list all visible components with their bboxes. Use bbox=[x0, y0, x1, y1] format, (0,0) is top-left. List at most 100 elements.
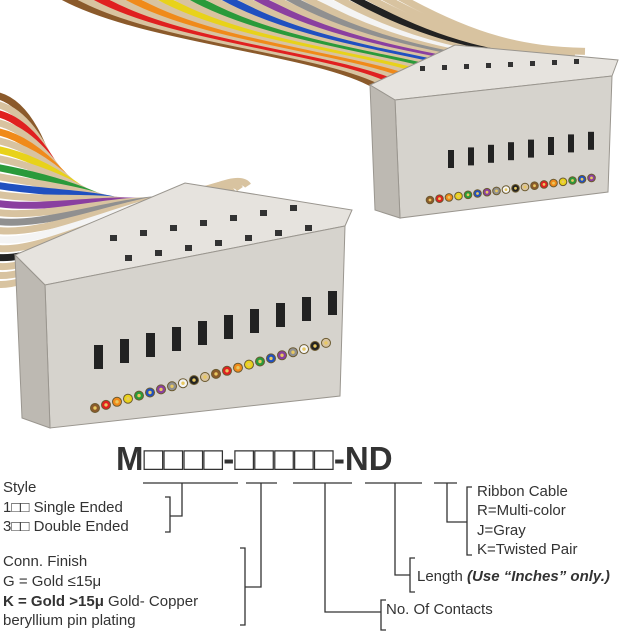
pin-core bbox=[225, 369, 229, 373]
pin-core bbox=[523, 185, 527, 189]
pin-core bbox=[170, 384, 174, 388]
pin-core bbox=[148, 390, 152, 395]
pin-core bbox=[495, 189, 498, 193]
pin-core bbox=[192, 378, 196, 382]
cable-twisted-pair: K=Twisted Pair bbox=[477, 541, 578, 558]
contact-slot bbox=[224, 315, 233, 339]
top-hole bbox=[420, 66, 425, 71]
cable-gray: J=Gray bbox=[477, 522, 526, 539]
pin-core bbox=[203, 375, 207, 379]
finish-gold-k: K = Gold >15μ Gold- Copper bbox=[3, 593, 198, 611]
right-connector bbox=[368, 44, 619, 219]
top-hole bbox=[442, 65, 447, 70]
contact-slot bbox=[250, 309, 259, 333]
ribbon-cable-assembly-illustration bbox=[0, 0, 619, 429]
contact-slot bbox=[568, 134, 574, 153]
pin-core bbox=[302, 347, 306, 351]
pin-core bbox=[476, 192, 479, 195]
pin-core bbox=[214, 372, 218, 376]
top-hole bbox=[185, 245, 192, 251]
contact-slot bbox=[448, 150, 454, 168]
pin-core bbox=[457, 194, 460, 198]
contact-slot bbox=[146, 333, 155, 357]
contact-slot bbox=[198, 321, 207, 345]
contact-slot bbox=[94, 345, 103, 369]
contact-slot bbox=[468, 147, 474, 166]
top-hole bbox=[275, 230, 282, 236]
top-hole bbox=[530, 61, 535, 66]
finish-k-bold: K = Gold >15μ bbox=[3, 593, 104, 610]
top-hole bbox=[508, 62, 513, 67]
style-double-ended: 3□□ Double Ended bbox=[3, 518, 129, 535]
top-hole bbox=[155, 250, 162, 256]
pin-core bbox=[93, 406, 97, 410]
top-hole bbox=[125, 255, 132, 261]
pin-core bbox=[571, 179, 574, 182]
contact-slot bbox=[172, 327, 181, 351]
pin-core bbox=[181, 381, 185, 385]
finish-k-line2: beryllium pin plating bbox=[3, 612, 136, 629]
left-connector bbox=[14, 182, 353, 429]
cable-multicolor: R=Multi-color bbox=[477, 502, 566, 519]
pin-core bbox=[269, 356, 273, 361]
contacts-label: No. Of Contacts bbox=[386, 601, 493, 618]
top-hole bbox=[486, 63, 491, 68]
top-hole bbox=[260, 210, 267, 216]
contact-slot bbox=[488, 144, 494, 163]
pin-core bbox=[533, 184, 536, 188]
pin-core bbox=[236, 366, 240, 370]
cable-title: Ribbon Cable bbox=[477, 483, 568, 500]
pin-core bbox=[280, 353, 284, 357]
pin-core bbox=[514, 186, 517, 190]
contact-slot bbox=[302, 297, 311, 321]
top-hole bbox=[215, 240, 222, 246]
contact-slot bbox=[588, 131, 594, 150]
pin-core bbox=[466, 193, 470, 197]
finish-k-rest: Gold- Copper bbox=[103, 593, 199, 610]
pin-core bbox=[485, 190, 489, 194]
pin-core bbox=[590, 176, 593, 180]
contact-slot bbox=[508, 142, 514, 161]
pin-core bbox=[580, 177, 584, 181]
finish-title: Conn. Finish bbox=[3, 553, 88, 570]
top-hole bbox=[200, 220, 207, 226]
pin-core bbox=[104, 403, 108, 407]
top-hole bbox=[305, 225, 312, 231]
part-number-template: M□□□□-□□□□□-ND bbox=[116, 440, 393, 477]
top-hole bbox=[552, 60, 557, 65]
pin-core bbox=[247, 362, 251, 367]
pin-core bbox=[137, 393, 141, 398]
top-hole bbox=[170, 225, 177, 231]
wire bbox=[397, 0, 586, 55]
pin-core bbox=[324, 341, 328, 345]
pin-core bbox=[438, 197, 441, 201]
part-number-leader-lines bbox=[143, 482, 472, 631]
pin-core bbox=[542, 183, 546, 186]
style-single-ended: 1□□ Single Ended bbox=[3, 499, 123, 516]
contact-slot bbox=[276, 303, 285, 327]
pin-core bbox=[447, 196, 451, 199]
length-text: Length bbox=[417, 568, 468, 585]
pin-core bbox=[115, 400, 119, 404]
pin-core bbox=[126, 397, 130, 401]
length-note: (Use “Inches” only.) bbox=[467, 568, 610, 585]
pin-core bbox=[258, 359, 262, 364]
pin-core bbox=[313, 344, 317, 348]
top-hole bbox=[230, 215, 237, 221]
length-label: Length (Use “Inches” only.) bbox=[417, 568, 610, 586]
contact-slot bbox=[528, 139, 534, 158]
finish-gold-g: G = Gold ≤15μ bbox=[3, 573, 102, 590]
top-hole bbox=[574, 59, 579, 64]
top-hole bbox=[464, 64, 469, 69]
pin-core bbox=[159, 387, 163, 392]
top-hole bbox=[140, 230, 147, 236]
style-title: Style bbox=[3, 479, 37, 496]
pin-core bbox=[561, 180, 565, 184]
top-hole bbox=[290, 205, 297, 211]
contact-slot bbox=[120, 339, 129, 363]
pin-core bbox=[552, 181, 555, 185]
pin-core bbox=[504, 188, 508, 192]
top-hole bbox=[110, 235, 117, 241]
pin-core bbox=[291, 350, 295, 354]
contact-slot bbox=[548, 137, 554, 155]
